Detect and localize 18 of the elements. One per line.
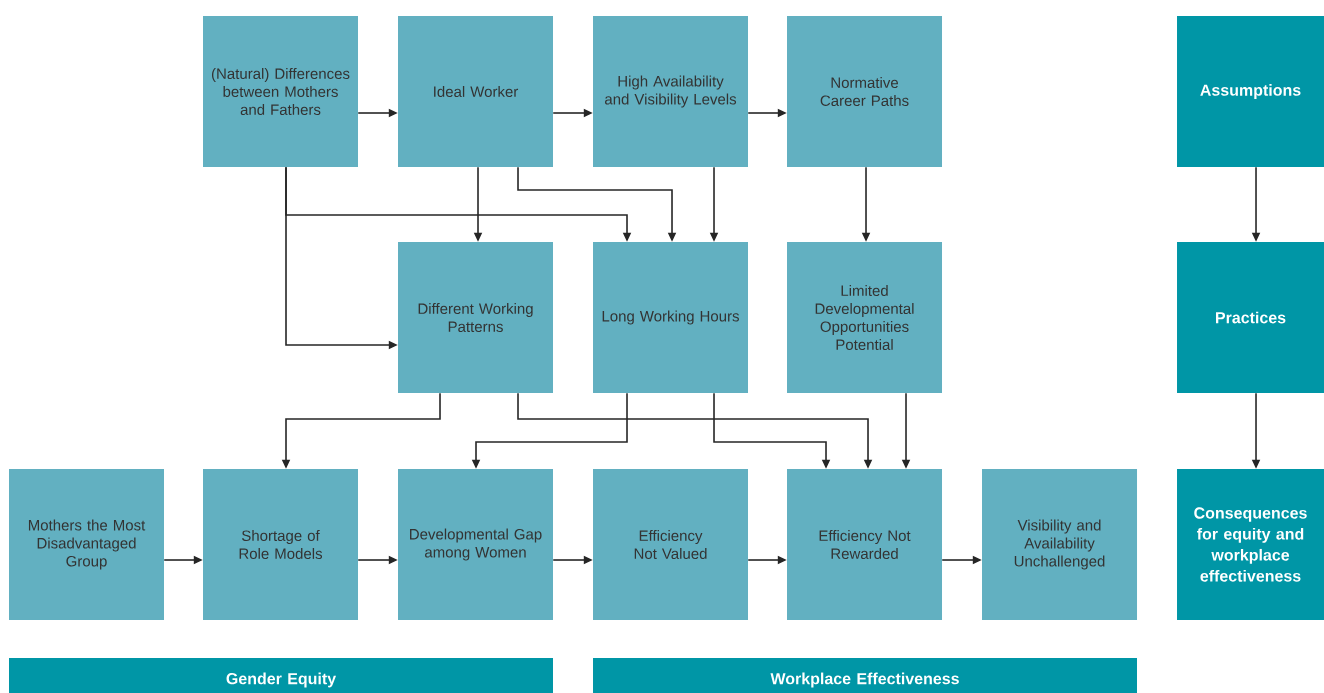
category-box: Practices <box>1177 242 1324 393</box>
process-box: Limited Developmental Opportunities Potential <box>787 242 942 393</box>
process-box: Efficiency Not Valued <box>593 469 748 620</box>
process-box: Different Working Patterns <box>398 242 553 393</box>
category-box: Consequences for equity and workplace effectiveness <box>1177 469 1324 620</box>
process-box: Ideal Worker <box>398 16 553 167</box>
process-box: Shortage of Role Models <box>203 469 358 620</box>
process-box: Developmental Gap among Women <box>398 469 553 620</box>
process-box: High Availability and Visibility Levels <box>593 16 748 167</box>
section-banner: Gender Equity <box>9 658 553 693</box>
process-box: Normative Career Paths <box>787 16 942 167</box>
process-box: (Natural) Differences between Mothers and Fathers <box>203 16 358 167</box>
category-box: Assumptions <box>1177 16 1324 167</box>
section-banner: Workplace Effectiveness <box>593 658 1137 693</box>
process-box: Visibility and Availability Unchallenged <box>982 469 1137 620</box>
process-box: Mothers the Most Disadvantaged Group <box>9 469 164 620</box>
process-box: Efficiency Not Rewarded <box>787 469 942 620</box>
process-box: Long Working Hours <box>593 242 748 393</box>
